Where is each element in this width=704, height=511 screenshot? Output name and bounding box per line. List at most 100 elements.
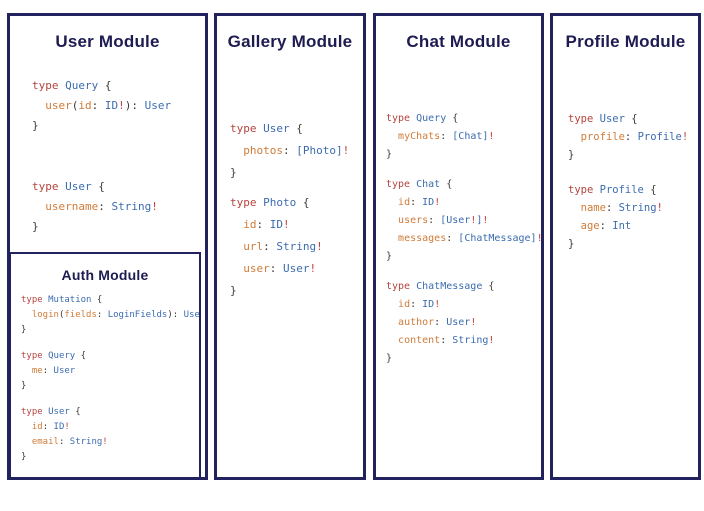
code-token: : bbox=[605, 202, 613, 214]
code-token: ! bbox=[434, 299, 441, 310]
code-line: type Query { bbox=[386, 110, 541, 128]
code-line: type ChatMessage { bbox=[386, 278, 541, 296]
code-token: Profile bbox=[637, 131, 682, 143]
code-line: } bbox=[32, 217, 205, 237]
code-token: id bbox=[78, 99, 92, 112]
code-token: User bbox=[263, 122, 290, 135]
code-line: } bbox=[21, 379, 199, 394]
code-token: : bbox=[98, 200, 105, 213]
code-token: : bbox=[446, 233, 453, 244]
type-definition: type Photo { id: ID! url: String! user: … bbox=[230, 192, 363, 302]
code-token: ! bbox=[482, 215, 489, 226]
code-token: ] bbox=[482, 131, 489, 142]
code-line: type User { bbox=[21, 405, 199, 420]
code-line: id: ID! bbox=[386, 296, 541, 314]
code-token: type bbox=[568, 113, 594, 125]
code-token: { bbox=[98, 180, 105, 193]
type-definition: type User { profile: Profile!} bbox=[568, 110, 698, 164]
code-token: id bbox=[31, 422, 43, 432]
code-line: age: Int bbox=[568, 217, 698, 235]
code-token: User bbox=[65, 180, 92, 193]
code-token bbox=[32, 200, 45, 213]
code-token: Int bbox=[612, 220, 632, 232]
code-line: profile: Profile! bbox=[568, 128, 698, 146]
code-token: ! bbox=[151, 200, 158, 213]
code-area-user: type Query { user(id: ID!): User}type Us… bbox=[10, 76, 205, 237]
code-token: { bbox=[104, 79, 112, 92]
module-title-gallery: Gallery Module bbox=[227, 32, 353, 51]
code-token: : bbox=[91, 99, 99, 112]
code-line: username: String! bbox=[32, 197, 205, 217]
code-token: [ bbox=[440, 215, 447, 226]
code-token: users bbox=[398, 215, 429, 226]
code-line: user(id: ID!): User bbox=[32, 96, 205, 116]
code-line: } bbox=[21, 323, 199, 338]
type-definition: type Chat { id: ID! users: [User!]! mess… bbox=[386, 176, 541, 266]
code-token bbox=[386, 335, 398, 346]
code-token: type bbox=[386, 113, 411, 124]
code-token: name bbox=[580, 202, 606, 214]
code-token bbox=[230, 262, 243, 275]
module-box-chat: Chat Module type Query { myChats: [Chat]… bbox=[373, 13, 544, 480]
code-token: } bbox=[21, 452, 27, 462]
code-token: User bbox=[183, 310, 199, 320]
code-line: } bbox=[568, 146, 698, 164]
code-token: type bbox=[32, 79, 59, 92]
code-token: ChatMessage bbox=[416, 281, 483, 292]
code-token: } bbox=[386, 251, 393, 262]
code-token: : bbox=[42, 422, 49, 432]
code-token: } bbox=[230, 284, 237, 297]
code-token: String bbox=[276, 240, 317, 253]
code-token: ChatMessage bbox=[464, 233, 531, 244]
code-token: : bbox=[283, 144, 290, 157]
code-line: name: String! bbox=[568, 199, 698, 217]
code-token: id bbox=[398, 299, 411, 310]
code-token: type bbox=[21, 351, 43, 361]
code-token bbox=[230, 240, 243, 253]
code-token bbox=[21, 437, 32, 447]
code-line: type User { bbox=[32, 177, 205, 197]
type-definition: type Mutation { login(fields: LoginField… bbox=[21, 293, 199, 338]
code-token: } bbox=[21, 381, 27, 391]
module-title-user: User Module bbox=[55, 32, 160, 51]
module-box-gallery: Gallery Module type User { photos: [Phot… bbox=[214, 13, 366, 480]
code-line: id: ID! bbox=[21, 420, 199, 435]
code-token: : bbox=[410, 197, 417, 208]
code-token: ID bbox=[104, 99, 119, 112]
code-token bbox=[98, 99, 105, 112]
code-token: } bbox=[32, 119, 39, 132]
code-token: author bbox=[398, 317, 435, 328]
code-token: User bbox=[446, 317, 471, 328]
code-line: } bbox=[386, 248, 541, 266]
code-token: : bbox=[172, 310, 179, 320]
code-token: ( bbox=[71, 99, 79, 112]
code-token: ! bbox=[283, 218, 290, 231]
code-line: type Query { bbox=[21, 349, 199, 364]
code-token: { bbox=[650, 184, 657, 196]
code-token: } bbox=[32, 220, 39, 233]
code-token bbox=[386, 299, 398, 310]
code-token: User bbox=[144, 99, 172, 112]
code-token: : bbox=[269, 262, 277, 275]
type-definition: type User { photos: [Photo]!} bbox=[230, 118, 363, 184]
code-token: : bbox=[434, 317, 441, 328]
code-line: user: User! bbox=[230, 258, 363, 280]
code-token bbox=[21, 422, 32, 432]
code-token bbox=[230, 218, 243, 231]
module-box-profile: Profile Module type User { profile: Prof… bbox=[550, 13, 701, 480]
code-token: ! bbox=[434, 197, 441, 208]
code-token: Photo bbox=[263, 196, 297, 209]
code-area-chat: type Query { myChats: [Chat]!}type Chat … bbox=[376, 110, 541, 368]
code-line: } bbox=[386, 350, 541, 368]
code-token: User bbox=[599, 113, 625, 125]
code-token: age bbox=[580, 220, 600, 232]
code-token: : bbox=[256, 218, 264, 231]
code-token: user bbox=[45, 99, 72, 112]
code-token: ! bbox=[64, 422, 70, 432]
code-token: fields bbox=[64, 310, 97, 320]
code-line: id: ID! bbox=[230, 214, 363, 236]
code-token: ! bbox=[316, 240, 323, 253]
code-line: users: [User!]! bbox=[386, 212, 541, 230]
code-token: LoginFields bbox=[107, 310, 168, 320]
